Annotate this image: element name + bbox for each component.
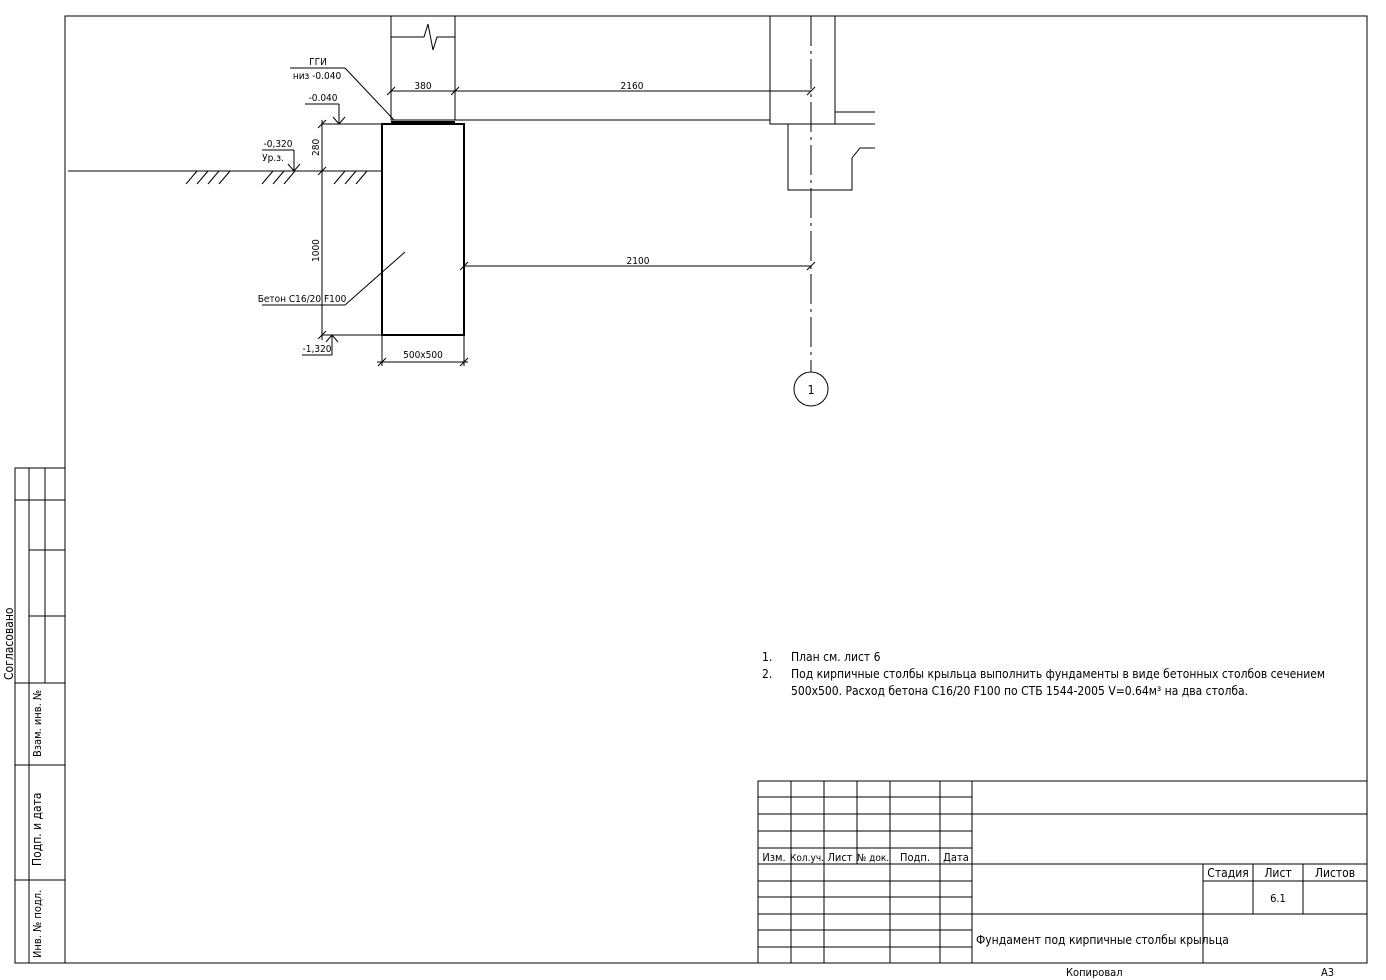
break-line: [391, 23, 455, 51]
agreed-stamp: Согласовано: [2, 607, 16, 680]
dim-section: 500х500: [403, 350, 443, 361]
hdr-stage: Стадия: [1207, 866, 1248, 880]
note-2-num: 2.: [762, 667, 772, 681]
inv-orig-stamp: Инв. № подл.: [31, 890, 44, 958]
axis-label: 1: [808, 383, 815, 397]
dim-280: 280: [311, 139, 322, 156]
ggi-bottom-label: низ -0.040: [293, 71, 342, 82]
footer-copied: Копировал: [1066, 966, 1123, 979]
note-1-text: План см. лист 6: [791, 650, 881, 664]
level-top: -0.040: [309, 93, 338, 104]
hdr-izm: Изм.: [762, 851, 785, 864]
drawing-title: Фундамент под кирпичные столбы крыльца: [976, 933, 1229, 947]
hdr-list: Лист: [827, 851, 852, 864]
dim-bottom-span: 2100: [627, 256, 650, 267]
dim-wall-width: 380: [414, 81, 431, 92]
hdr-kol-uch: Кол.уч.: [790, 853, 824, 864]
ggi-label: ГГИ: [309, 57, 327, 68]
notes: 1. План см. лист 6 2. Под кирпичные стол…: [762, 650, 1325, 698]
hdr-sign: Подп.: [900, 851, 930, 864]
sheet-frame: [64, 15, 1368, 964]
note-2-cont: 500х500. Расход бетона С16/20 F100 по СТ…: [791, 684, 1248, 698]
hdr-doc: № док.: [857, 853, 889, 864]
hdr-date: Дата: [943, 851, 969, 864]
brick-wall: [390, 15, 456, 121]
title-block: Изм. Кол.уч. Лист № док. Подп. Дата Стад…: [757, 780, 1368, 964]
sign-date-stamp: Подп. и дата: [30, 792, 44, 866]
left-stamp-strip: Согласовано Взам. инв. № Подп. и дата Ин…: [2, 467, 66, 964]
ground-hatch: [185, 170, 368, 185]
porch-slab: [787, 111, 875, 191]
level-ground: -0,320: [264, 139, 293, 150]
dim-1000: 1000: [311, 239, 322, 262]
note-1-num: 1.: [762, 650, 772, 664]
replace-inv-stamp: Взам. инв. №: [31, 690, 44, 757]
hdr-sheets: Листов: [1315, 866, 1355, 880]
sheet-value: 6.1: [1270, 892, 1286, 905]
concrete-column: [381, 123, 465, 336]
note-2-text: Под кирпичные столбы крыльца выполнить ф…: [791, 667, 1325, 681]
concrete-label: Бетон С16/20 F100: [258, 294, 347, 305]
level-bottom: -1,320: [303, 344, 332, 355]
foundation-section: 1 380 2160 2100 280 1000 500х500 ГГИ низ…: [68, 15, 875, 407]
footer-format: А3: [1321, 966, 1334, 979]
dim-top-span: 2160: [621, 81, 644, 92]
porch-column: [769, 15, 836, 125]
hdr-sheet: Лист: [1264, 866, 1291, 880]
ground-label: Ур.з.: [262, 153, 284, 164]
axis-marker: [793, 371, 829, 407]
